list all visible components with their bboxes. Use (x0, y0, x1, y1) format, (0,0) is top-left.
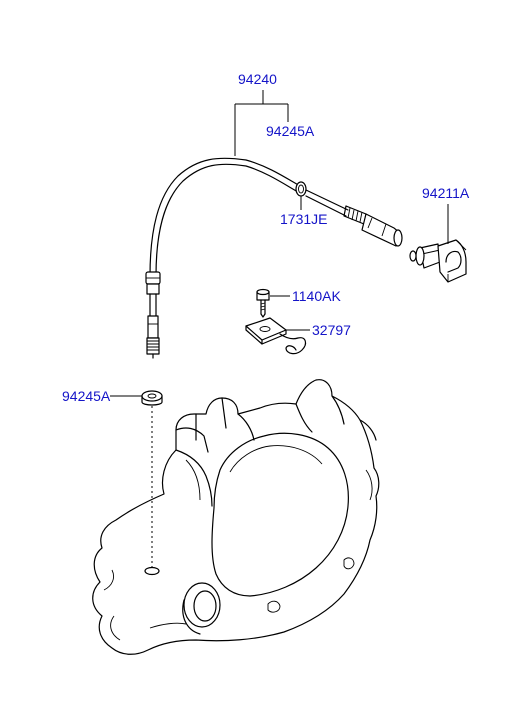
bracket (245, 317, 307, 355)
transmission-housing (92, 379, 380, 655)
label-cable-retainer-bottom: 94245A (62, 388, 111, 404)
label-speedometer-cable: 94240 (238, 71, 277, 87)
label-grommet: 1731JE (280, 211, 327, 227)
label-bracket: 32797 (312, 322, 351, 338)
sensor-adapter (409, 239, 467, 283)
label-cable-retainer-top: 94245A (266, 123, 315, 139)
speedometer-cable (145, 157, 403, 359)
cable-retainer-bottom (141, 390, 163, 406)
label-bolt: 1140AK (292, 288, 341, 304)
bolt (256, 288, 270, 318)
label-sensor-adapter: 94211A (422, 185, 470, 201)
leader-lines (110, 90, 449, 397)
